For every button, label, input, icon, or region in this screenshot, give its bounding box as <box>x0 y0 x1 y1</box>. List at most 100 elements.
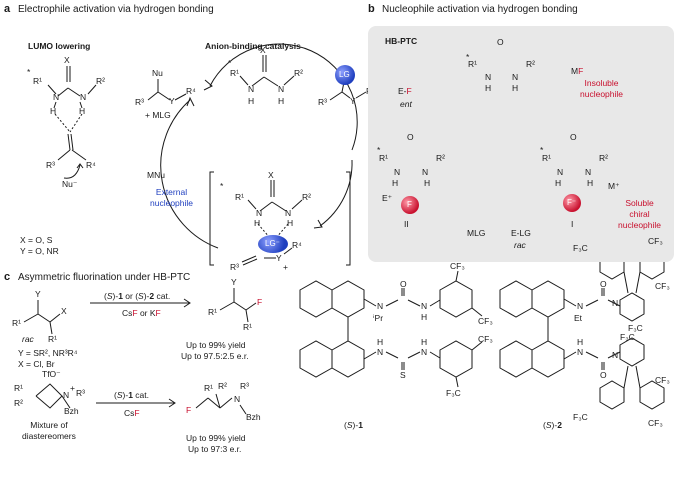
rac-label: rac <box>514 240 526 250</box>
f-ball-left <box>401 196 419 214</box>
b-right-n-left: N <box>557 167 564 177</box>
lumo-star: * <box>27 67 31 77</box>
cat2-o-top: O <box>600 279 607 289</box>
panel-a-letter: a <box>4 3 11 15</box>
rxn1-prod-y: Y <box>231 277 237 287</box>
rxn1-yield: Up to 99% yield <box>186 340 246 350</box>
cat2-n-b: N <box>612 298 619 308</box>
b-top-h-left: H <box>485 83 492 93</box>
cat2-n-c: N <box>577 347 584 357</box>
cat-h-left: H <box>248 96 255 106</box>
b-left-r2: R² <box>436 153 445 163</box>
f-ball-left-label: F <box>407 200 412 209</box>
b-right-h-right: H <box>587 178 594 188</box>
lumo-h2: H <box>79 106 86 116</box>
insoluble-line1: Insoluble <box>584 78 619 88</box>
b-top-o: O <box>497 37 504 47</box>
product-mlg: + MLG <box>145 110 171 120</box>
i-label: I <box>571 219 574 229</box>
lumo-r1: R¹ <box>33 76 42 86</box>
cat1-cf3-b: CF₃ <box>478 316 493 326</box>
cat1-f3c: F₃C <box>446 388 461 398</box>
cat-star: * <box>228 58 232 68</box>
mf-m: M <box>571 66 579 76</box>
mf-f: F <box>578 66 584 76</box>
external-nucleophile-line2: nucleophile <box>150 198 194 208</box>
ion-plus: + <box>283 262 288 272</box>
b-left-o: O <box>407 132 414 142</box>
rxn1-sub-x: X <box>61 306 67 316</box>
cat-n-right: N <box>278 84 285 94</box>
b-top-h-right: H <box>512 83 519 93</box>
mlg-label: MLG <box>467 228 486 238</box>
b-top-r2: R² <box>526 59 535 69</box>
cat2-s: S <box>545 420 552 430</box>
panel-c-letter: c <box>4 271 11 283</box>
ion-y: Y <box>276 253 282 263</box>
rxn2-s: S <box>116 390 123 400</box>
hb-ptc-heading: HB-PTC <box>385 36 418 46</box>
lg-minus-ball <box>258 235 288 253</box>
ion-cat-x: X <box>268 170 274 180</box>
lg-minus-label: LG⁻ <box>265 239 280 248</box>
rxn2-csf-f: F <box>134 408 140 418</box>
b-right-r2: R² <box>599 153 608 163</box>
rxn1-sub-r1a: R¹ <box>12 318 21 328</box>
rxn2-r1: R¹ <box>14 383 23 393</box>
cat1-s: S <box>346 420 353 430</box>
b-top-n-right: N <box>512 72 519 82</box>
product-r4: R⁴ <box>186 86 196 96</box>
rxn1-kf-f: F <box>155 308 161 318</box>
cat1-o-top: O <box>400 279 407 289</box>
lumo-h1: H <box>50 106 57 116</box>
rxn1-prod-r1a: R¹ <box>208 307 217 317</box>
rxn1-er: Up to 97.5:2.5 e.r. <box>181 351 249 361</box>
panel-b-title: Nucleophile activation via hydrogen bond… <box>382 4 578 15</box>
lumo-r4: R⁴ <box>86 160 96 170</box>
b-right-h-left: H <box>555 178 562 188</box>
rxn1-sub-r1b: R¹ <box>48 334 57 344</box>
cat2-cf3-d: CF₃ <box>648 418 663 428</box>
rxn1-s1: S <box>106 291 113 301</box>
ion-r3: R³ <box>230 262 239 272</box>
cat1-cf3-a: CF₃ <box>450 261 465 271</box>
legend-x: X = O, S <box>20 235 53 245</box>
rxn2-prod-r3: R³ <box>240 381 249 391</box>
cat-x: X <box>260 45 266 55</box>
rxn2-mixture: Mixture of diastereomers <box>22 420 76 442</box>
b-right-star: * <box>540 145 544 155</box>
cat1-num: 1 <box>358 420 363 430</box>
rxn1-conditions-bottom: CsF or KF <box>122 308 161 318</box>
cat-r2: R² <box>294 68 303 78</box>
cat1-h-b: H <box>421 312 428 322</box>
rxn2-r2: R² <box>14 398 23 408</box>
soluble-line3: nucleophile <box>618 220 662 230</box>
rxn2-mixture-line1: Mixture of <box>30 420 68 430</box>
rxn2-prod-n: N <box>234 394 241 404</box>
cat1-n-a: N <box>377 301 384 311</box>
cat2-label: (S)-2 <box>543 420 562 430</box>
cat1-n-b: N <box>421 301 428 311</box>
soluble-line1: Soluble <box>625 198 654 208</box>
panel-b-box <box>368 26 674 262</box>
cat1-ipr: ⁱPr <box>373 313 384 323</box>
rxn2-cat1: 1 <box>128 390 133 400</box>
lumo-n1: N <box>53 92 60 102</box>
cat2-h-c: H <box>577 337 584 347</box>
lumo-x: X <box>64 55 70 65</box>
rxn1-x-def: X = Cl, Br <box>18 359 55 369</box>
b-left-r1: R¹ <box>379 153 388 163</box>
rxn1-sub-y: Y <box>35 289 41 299</box>
rxn2-er: Up to 97:3 e.r. <box>188 444 242 454</box>
rxn2-r3: R³ <box>76 388 85 398</box>
cat1-h-d: H <box>421 337 428 347</box>
cat2-f3c-b: F₃C <box>628 323 643 333</box>
rxn1-cat1: 1 <box>118 291 123 301</box>
rxn1-csf-f: F <box>132 308 138 318</box>
rxn2-prod-r1: R¹ <box>204 383 213 393</box>
rxn1-rac: rac <box>22 334 34 344</box>
cat2-n-d: N <box>612 350 619 360</box>
rxn2-conditions-bottom: CsF <box>124 408 140 418</box>
rxn1-y-def: Y = SR², NR³R⁴ <box>18 348 78 358</box>
product-r3: R³ <box>135 97 144 107</box>
